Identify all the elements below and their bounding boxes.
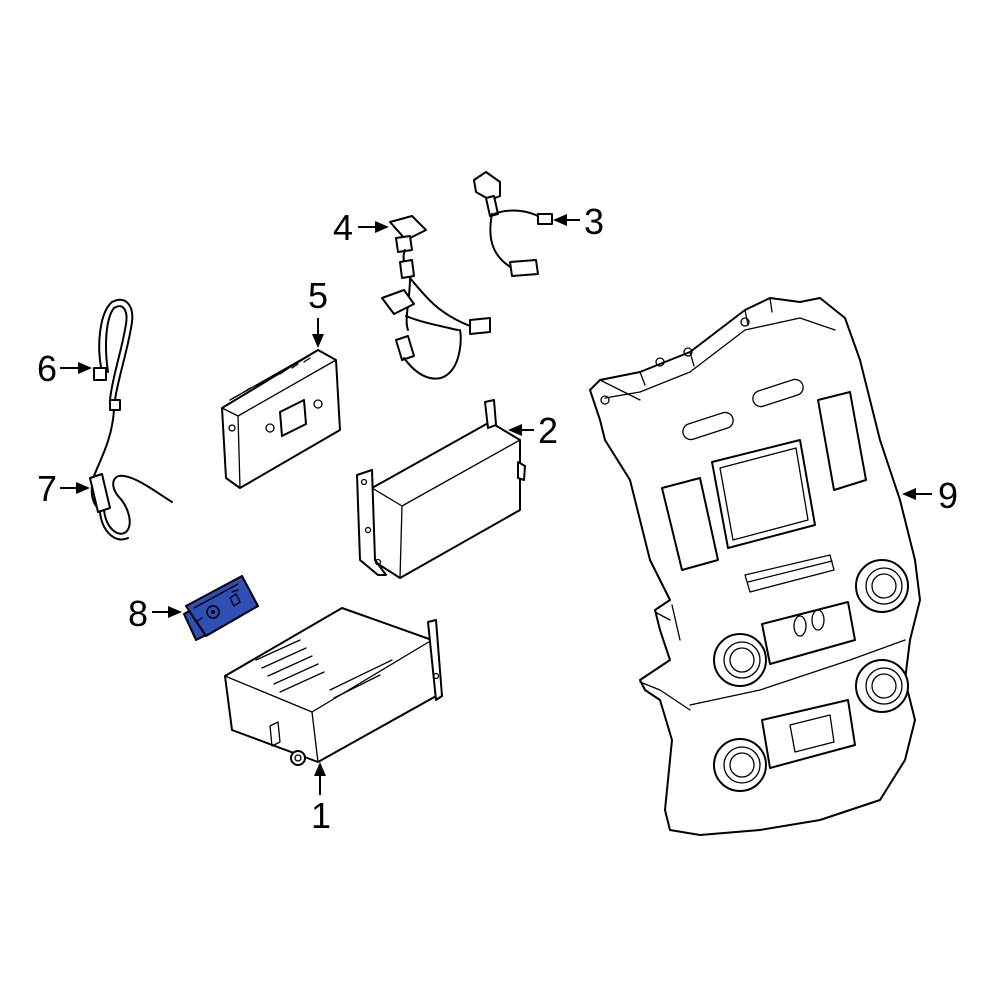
callout-7: 7 bbox=[37, 468, 90, 509]
callout-label-2: 2 bbox=[538, 410, 558, 451]
callout-4: 4 bbox=[333, 207, 389, 248]
part-1-receiver[interactable] bbox=[224, 607, 443, 766]
part-6-7-cable[interactable] bbox=[89, 298, 173, 541]
part-2-module[interactable] bbox=[356, 399, 526, 579]
part-5-control-module[interactable] bbox=[221, 349, 341, 489]
part-8-usb-port[interactable] bbox=[183, 575, 259, 641]
part-4-harness[interactable] bbox=[381, 215, 491, 380]
callout-8: 8 bbox=[128, 593, 182, 634]
callout-2: 2 bbox=[508, 410, 558, 451]
callout-label-8: 8 bbox=[128, 593, 148, 634]
callout-label-5: 5 bbox=[308, 275, 328, 316]
callout-label-1: 1 bbox=[311, 795, 331, 836]
part-3-harness[interactable] bbox=[473, 171, 553, 277]
callout-5: 5 bbox=[308, 275, 328, 348]
callout-6: 6 bbox=[37, 348, 92, 389]
callout-label-6: 6 bbox=[37, 348, 57, 389]
callout-label-7: 7 bbox=[37, 468, 57, 509]
callout-3: 3 bbox=[553, 201, 604, 242]
part-9-bezel[interactable] bbox=[589, 297, 921, 836]
callout-1: 1 bbox=[311, 762, 331, 836]
callout-label-9: 9 bbox=[938, 475, 958, 516]
callout-9: 9 bbox=[902, 475, 958, 516]
callout-label-3: 3 bbox=[584, 201, 604, 242]
callout-label-4: 4 bbox=[333, 207, 353, 248]
